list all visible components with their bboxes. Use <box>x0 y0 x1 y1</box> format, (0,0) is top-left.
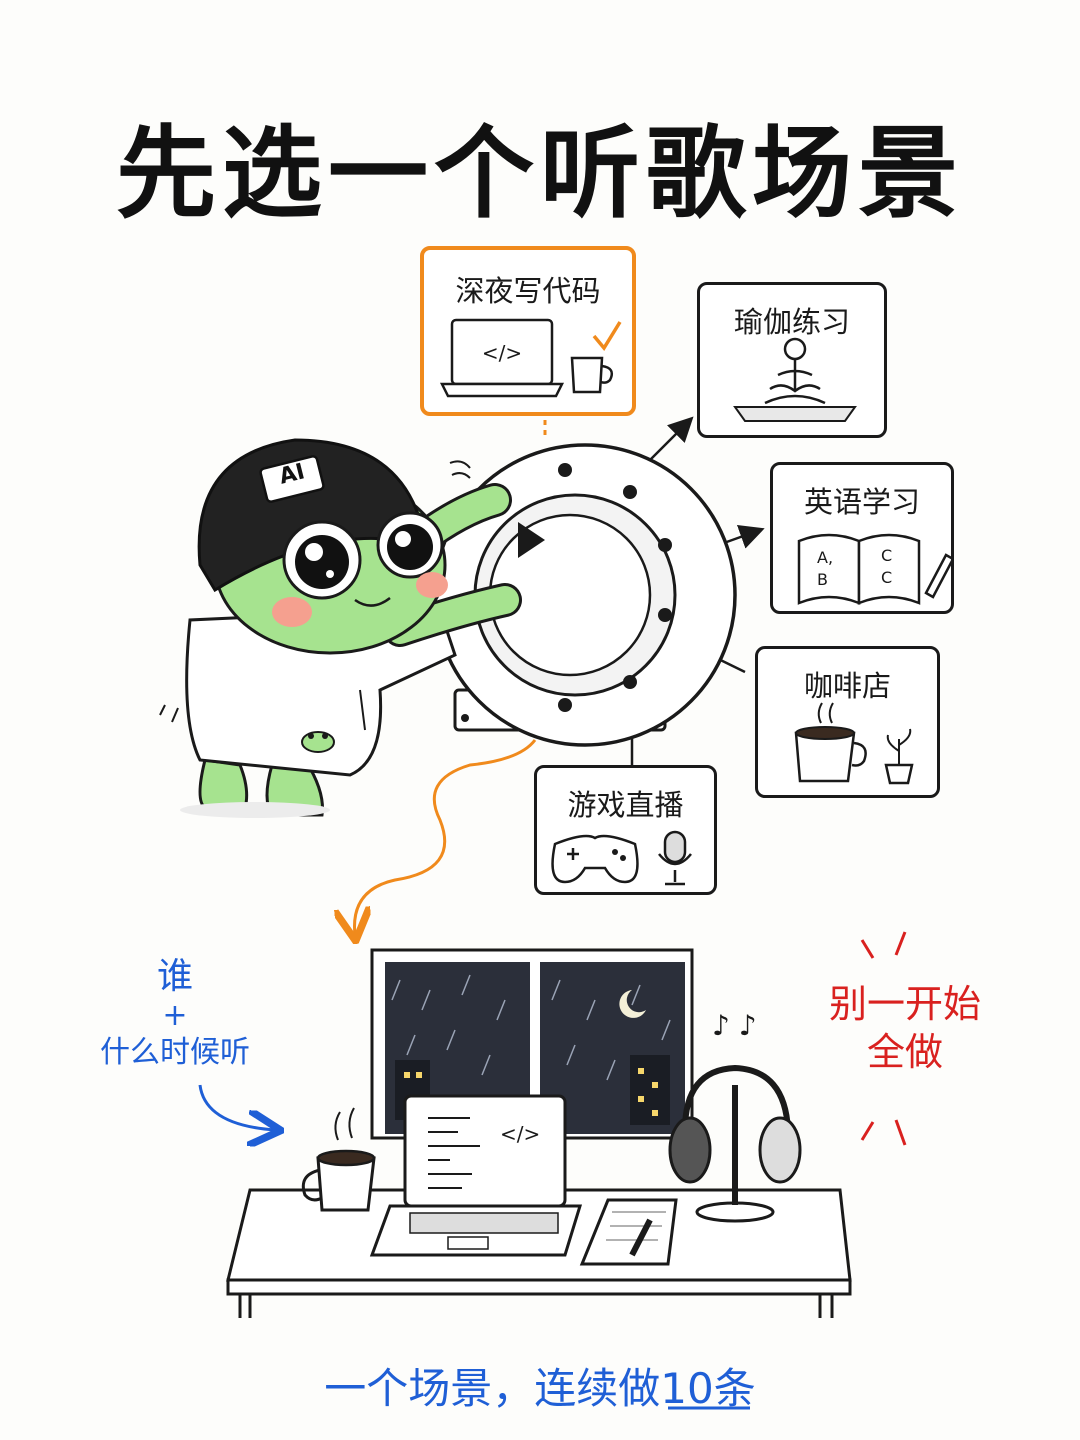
who-note-line3: 什么时候听 <box>100 1035 250 1070</box>
warning-note: 别一开始 全做 <box>815 980 995 1076</box>
who-arrow <box>198 1084 275 1130</box>
who-note: 谁 + 什么时候听 <box>80 955 270 1073</box>
scene-card-yoga[interactable]: 瑜伽练习 <box>697 282 887 438</box>
coffee-plant-icon <box>794 702 914 785</box>
who-note-line2: + <box>162 998 188 1033</box>
laptop-code-icon: </> <box>439 318 622 398</box>
who-note-line1: 谁 <box>156 956 193 997</box>
pencil-icon <box>924 553 951 599</box>
scene-card-label: 咖啡店 <box>803 669 891 703</box>
scene-card-english[interactable]: 英语学习 A, B C C <box>770 462 954 614</box>
code-glyph: </> <box>482 341 522 365</box>
gamepad-mic-icon <box>551 830 692 886</box>
svg-text:C: C <box>881 568 892 587</box>
flow-arrow <box>355 739 537 935</box>
svg-text:C: C <box>881 546 892 565</box>
warning-note-line1: 别一开始 <box>828 982 981 1026</box>
bottom-caption: 一个场景，连续做10条 <box>324 1364 756 1413</box>
scene-card-coding[interactable]: 深夜写代码 </> <box>420 246 636 416</box>
scene-card-gaming[interactable]: 游戏直播 <box>534 765 717 895</box>
page-title: 先选一个听歌场景 <box>116 115 964 232</box>
scene-card-label: 瑜伽练习 <box>733 305 850 339</box>
scene-card-label: 深夜写代码 <box>455 274 601 308</box>
frog-mascot <box>159 438 522 818</box>
svg-text:♪ ♪: ♪ ♪ <box>712 1009 757 1042</box>
desk-scene: ♪ ♪ <box>226 948 852 1318</box>
emphasis-marks <box>860 931 907 1146</box>
scene-card-label: 英语学习 <box>803 485 920 519</box>
desk-laptop-glyph: </> <box>500 1122 541 1146</box>
warning-note-line2: 全做 <box>866 1030 943 1074</box>
check-icon <box>592 321 622 351</box>
yoga-icon <box>733 337 857 422</box>
scene-wheel <box>433 443 737 747</box>
svg-text:B: B <box>817 570 828 589</box>
scene-card-cafe[interactable]: 咖啡店 <box>755 646 940 798</box>
open-book-icon: A, B C C <box>797 533 951 605</box>
scene-card-label: 游戏直播 <box>567 788 684 822</box>
svg-text:A,: A, <box>817 548 833 567</box>
